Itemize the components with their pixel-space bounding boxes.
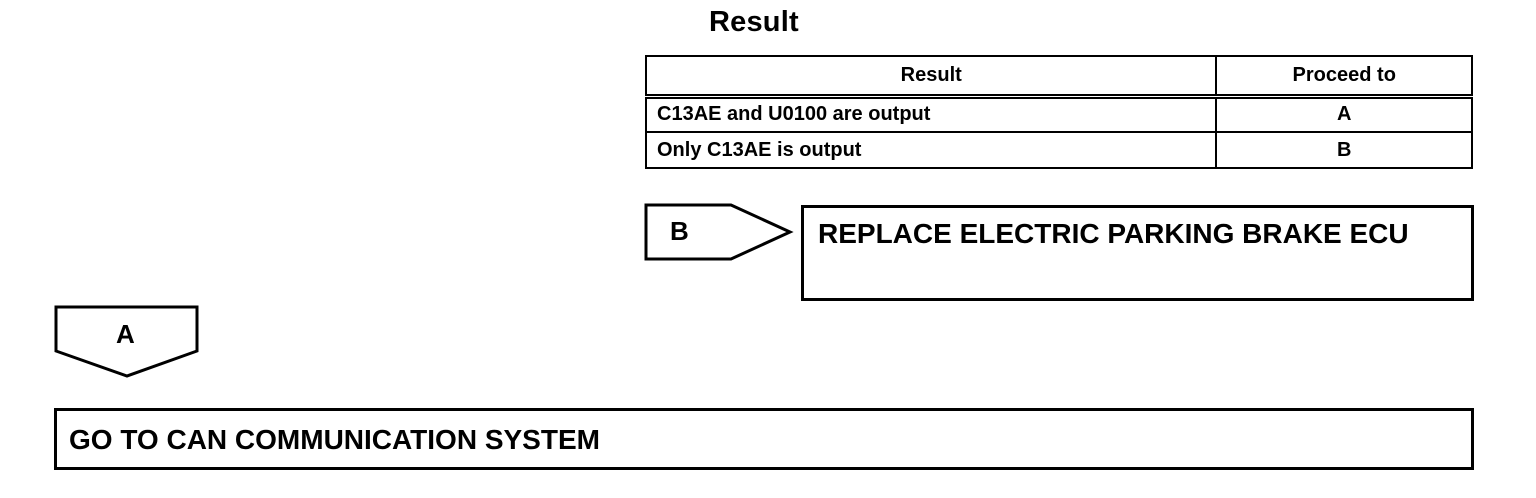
result-cell: Only C13AE is output xyxy=(644,131,1218,169)
proceed-cell: B xyxy=(1215,131,1473,169)
can-communication-box: GO TO CAN COMMUNICATION SYSTEM xyxy=(54,408,1474,470)
branch-b-label: B xyxy=(670,216,689,246)
arrow-right-b-icon xyxy=(644,203,794,261)
header-result: Result xyxy=(644,55,1218,99)
result-heading: Result xyxy=(709,6,799,38)
table-row: C13AE and U0100 are output A xyxy=(644,95,1473,133)
table-header-row: Result Proceed to xyxy=(644,55,1473,99)
proceed-cell: A xyxy=(1215,95,1473,133)
replace-ecu-box: REPLACE ELECTRIC PARKING BRAKE ECU xyxy=(801,205,1474,301)
header-proceed-to: Proceed to xyxy=(1215,55,1473,99)
table-row: Only C13AE is output B xyxy=(644,131,1473,169)
result-table: Result Proceed to C13AE and U0100 are ou… xyxy=(644,55,1473,169)
result-cell: C13AE and U0100 are output xyxy=(644,95,1218,133)
branch-a-label: A xyxy=(116,319,135,349)
arrow-down-a-icon xyxy=(54,305,199,378)
